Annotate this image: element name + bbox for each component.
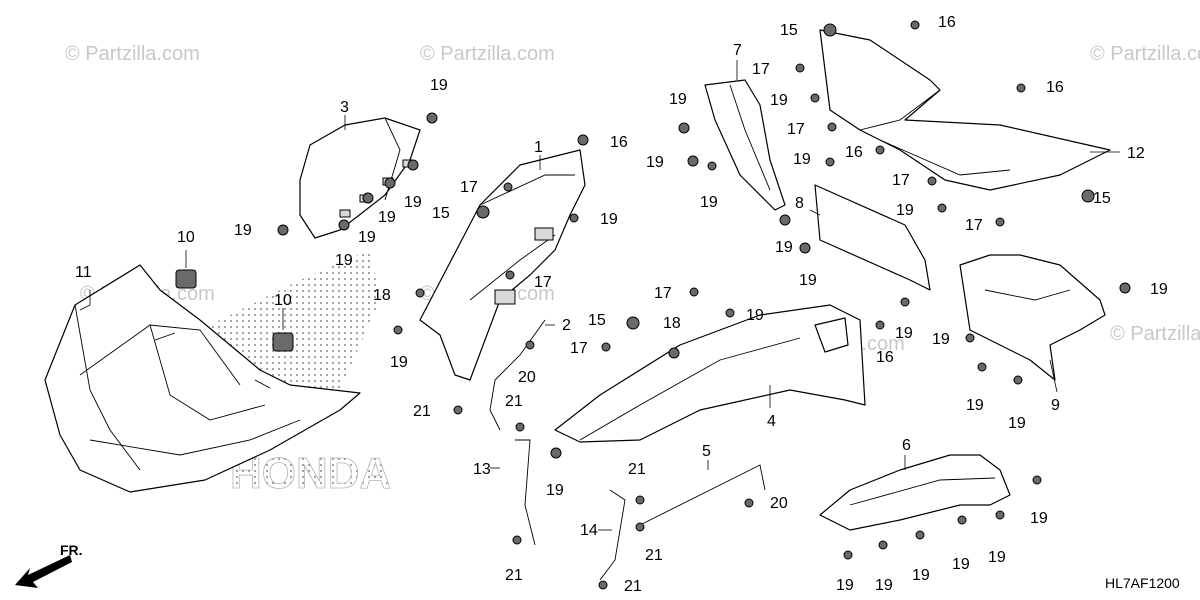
callout-19: 19 [793,151,811,168]
part-11-front-cover [44,264,361,493]
part-12-top-cover [819,29,1111,191]
callout-17: 17 [534,274,552,291]
callout-19: 19 [799,272,817,289]
watermark-text: © Partzilla.com [65,43,200,65]
direction-label: FR. [60,542,83,558]
callout-19: 19 [746,307,764,324]
callout-17: 17 [752,61,770,78]
callout-7: 7 [733,42,742,59]
callout-17: 17 [787,121,805,138]
leader-lines [79,60,1120,531]
watermark-text: © Partzilla.com [420,43,555,65]
part-9-lower-cover [959,254,1106,381]
callout-19: 19 [988,549,1006,566]
fasteners [277,20,1131,590]
callout-19: 19 [836,577,854,594]
callout-21: 21 [645,547,663,564]
callout-19: 19 [234,222,252,239]
callout-19: 19 [770,92,788,109]
callout-9: 9 [1051,397,1060,414]
part-3-upper-cover [299,117,421,239]
callout-16: 16 [938,14,956,31]
callout-14: 14 [580,522,598,539]
callout-3: 3 [340,99,349,116]
callout-19: 19 [600,211,618,228]
callout-21: 21 [624,578,642,595]
callout-19: 19 [966,397,984,414]
callout-19: 19 [932,331,950,348]
callout-19: 19 [1008,415,1026,432]
callout-17: 17 [965,217,983,234]
callout-21: 21 [413,403,431,420]
callout-10: 10 [177,229,195,246]
callout-19: 19 [358,229,376,246]
callout-11: 11 [75,264,92,281]
callout-19: 19 [546,482,564,499]
callout-13: 13 [473,461,491,478]
callout-19: 19 [404,194,422,211]
watermark-text: © Partzilla.com [1090,43,1200,65]
part-6-side-panel [819,454,1011,531]
callout-16: 16 [610,134,628,151]
callout-8: 8 [795,195,804,212]
callout-1: 1 [534,139,543,156]
callout-labels: 1 2 3 4 5 6 7 8 9 10 10 11 12 13 14 15 1… [75,14,1168,595]
callout-18: 18 [663,315,681,332]
callout-19: 19 [952,556,970,573]
callout-19: 19 [1030,510,1048,527]
callout-17: 17 [892,172,910,189]
callout-19: 19 [896,202,914,219]
callout-20: 20 [770,495,788,512]
callout-18: 18 [373,287,391,304]
callout-16: 16 [1046,79,1064,96]
part-4-side-cover [554,304,866,443]
callout-5: 5 [702,443,711,460]
brand-text: HONDA [230,449,391,498]
callout-21: 21 [505,567,523,584]
part-10-clips [175,269,294,352]
callout-19: 19 [1150,281,1168,298]
callout-19: 19 [430,77,448,94]
diagram-code: HL7AF1200 [1105,575,1180,591]
part-8-panel [814,184,931,291]
callout-21: 21 [628,461,646,478]
part-7-small-cover [704,79,786,211]
callout-10: 10 [274,292,292,309]
callout-17: 17 [460,179,478,196]
callout-19: 19 [912,567,930,584]
callout-15: 15 [780,22,798,39]
callout-19: 19 [875,577,893,594]
front-direction-indicator: FR. [15,542,83,588]
callout-2: 2 [562,317,571,334]
callout-16: 16 [845,144,863,161]
callout-19: 19 [775,239,793,256]
callout-19: 19 [895,325,913,342]
part-1-center-cover [419,149,586,381]
callout-15: 15 [588,312,606,329]
callout-15: 15 [1093,190,1111,207]
watermark-text: © Partzilla.com [1110,323,1200,345]
callout-19: 19 [335,252,353,269]
callout-17: 17 [654,285,672,302]
callout-19: 19 [700,194,718,211]
callout-19: 19 [390,354,408,371]
callout-21: 21 [505,393,523,410]
callout-19: 19 [378,209,396,226]
callout-6: 6 [902,437,911,454]
callout-17: 17 [570,340,588,357]
callout-4: 4 [767,413,776,430]
callout-12: 12 [1127,145,1145,162]
callout-16: 16 [876,349,894,366]
callout-15: 15 [432,205,450,222]
callout-19: 19 [669,91,687,108]
callout-20: 20 [518,369,536,386]
callout-19: 19 [646,154,664,171]
